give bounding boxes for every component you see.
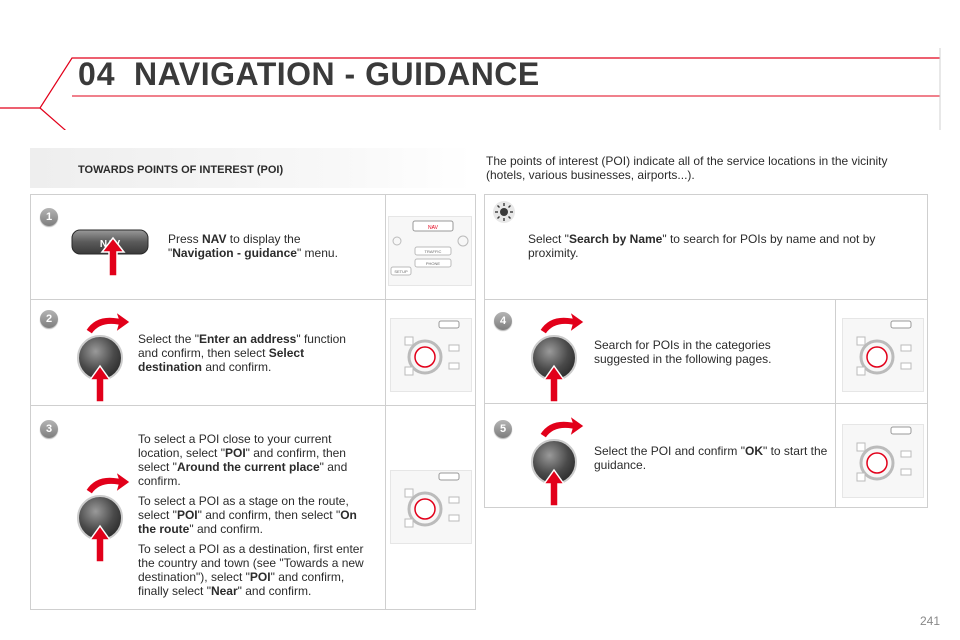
section-header: TOWARDS POINTS OF INTEREST (POI) — [30, 148, 472, 188]
rotate-arrow-icon — [539, 414, 585, 439]
step-2-text: Select the "Enter an address" function a… — [138, 332, 346, 374]
step-4-dial-thumbnail — [842, 318, 924, 392]
push-arrow-icon — [542, 468, 566, 507]
step-3-on-the-route: To select a POI as a stage on the route,… — [138, 494, 357, 536]
chapter-frame — [0, 48, 941, 130]
step-4-text: Search for POIs in the categories sugges… — [594, 338, 772, 366]
thumb-nav-label: NAV — [428, 225, 439, 231]
push-arrow-icon — [100, 236, 126, 278]
step-1-divider — [31, 299, 475, 300]
step-3-around-current-place: To select a POI close to your current lo… — [138, 432, 348, 488]
lightbulb-icon — [492, 200, 516, 224]
tip-divider — [485, 299, 927, 300]
step-badge-3: 3 — [40, 420, 58, 438]
intro-text: The points of interest (POI) indicate al… — [486, 154, 888, 182]
page-number: 241 — [919, 614, 940, 628]
step-1-text: Press NAV to display the "Navigation - g… — [168, 232, 338, 260]
step-4-column-divider — [835, 299, 836, 507]
rotate-arrow-icon — [85, 470, 131, 495]
step-2-dial-thumbnail — [390, 318, 472, 392]
step-badge-4: 4 — [494, 312, 512, 330]
step-4-divider — [485, 403, 927, 404]
rotary-dial-icon — [526, 414, 596, 508]
tip-text: Select "Search by Name" to search for PO… — [528, 232, 876, 260]
step-5-dial-thumbnail — [842, 424, 924, 498]
thumb-setup-label: SETUP — [394, 269, 408, 274]
step-2-divider — [31, 405, 475, 406]
step-3-dial-thumbnail — [390, 470, 472, 544]
step-badge-1: 1 — [40, 208, 58, 226]
left-panel-column-divider — [385, 195, 386, 609]
rotate-arrow-icon — [539, 310, 585, 335]
step-1-console-thumbnail: NAV TRAFFIC PHONE SETUP — [388, 216, 472, 286]
push-arrow-icon — [542, 364, 566, 403]
navigation-guidance-keyword: Navigation - guidance — [172, 246, 297, 260]
thumb-phone-label: PHONE — [426, 261, 441, 266]
step-badge-5: 5 — [494, 420, 512, 438]
push-arrow-icon — [88, 524, 112, 563]
push-arrow-icon — [88, 364, 112, 403]
chapter-title: NAVIGATION - GUIDANCE — [134, 56, 540, 92]
thumb-traffic-label: TRAFFIC — [425, 249, 442, 254]
rotate-arrow-icon — [85, 310, 131, 335]
chapter-number: 04 — [78, 56, 116, 92]
rotary-dial-icon — [72, 470, 142, 564]
rotary-dial-icon — [72, 310, 142, 404]
step-5-text: Select the POI and confirm "OK" to start… — [594, 444, 828, 472]
section-title: TOWARDS POINTS OF INTEREST (POI) — [78, 164, 284, 176]
nav-keyword: NAV — [202, 232, 227, 246]
step-3-text: To select a POI close to your current lo… — [138, 432, 378, 604]
step-3-near: To select a POI as a destination, first … — [138, 542, 364, 598]
rotary-dial-icon — [526, 310, 596, 404]
step-badge-2: 2 — [40, 310, 58, 328]
